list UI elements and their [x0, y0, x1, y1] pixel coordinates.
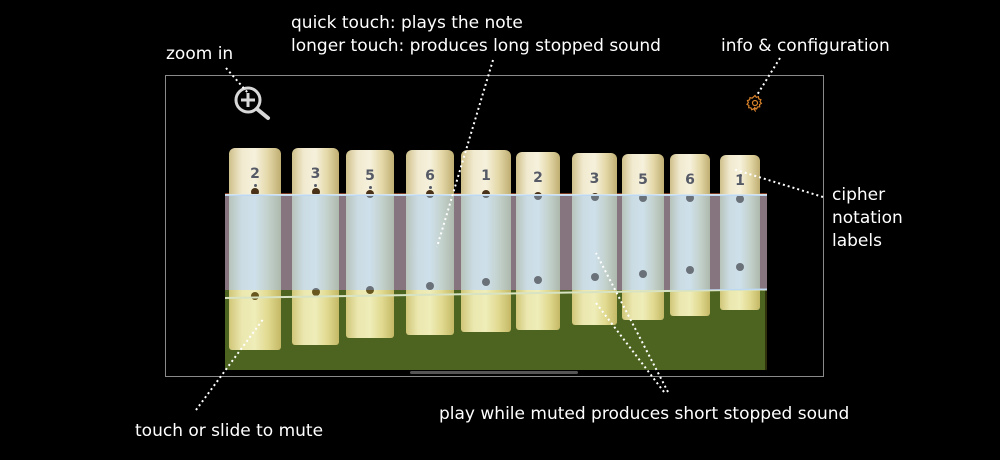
low-octave-dot [314, 184, 317, 187]
cipher-label: 3 [589, 171, 600, 187]
cipher-label: 6 [685, 172, 695, 188]
bar-hole [590, 273, 599, 281]
zoom-in-icon[interactable] [233, 85, 273, 125]
annotation-info-config: info & configuration [721, 36, 890, 56]
annotation-muted-play: play while muted produces short stopped … [439, 404, 850, 424]
bar-6[interactable]: 2 [516, 152, 560, 330]
bar-hole [686, 194, 694, 202]
annotation-quick-touch: quick touch: plays the note [291, 13, 523, 33]
mute-zone-overlay[interactable] [225, 290, 767, 370]
bar-hole [736, 195, 744, 203]
bar-hole [251, 188, 259, 196]
annotation-labels: labels [832, 231, 882, 251]
play-zone-overlay[interactable] [225, 195, 767, 290]
cipher-label: 3 [310, 166, 321, 182]
bar-hole [534, 192, 542, 200]
bar-hole [426, 282, 434, 290]
cipher-label: 5 [638, 172, 648, 188]
app-screen-frame [165, 75, 824, 377]
low-octave-dot [428, 186, 432, 189]
cipher-label: 2 [250, 166, 260, 182]
bar-hole [482, 278, 490, 286]
cipher-label: 2 [533, 170, 543, 186]
bar-2[interactable]: 3 [292, 148, 339, 345]
bar-hole [311, 288, 320, 296]
high-octave-dot [738, 174, 742, 177]
bar-hole [534, 276, 542, 284]
cipher-label: 6 [425, 168, 435, 184]
bar-hole [686, 266, 694, 274]
annotation-mute: touch or slide to mute [135, 421, 324, 441]
bar-hole [311, 188, 320, 196]
cipher-label: 1 [481, 168, 491, 184]
annotation-zoom-in: zoom in [166, 44, 234, 64]
low-octave-dot [253, 184, 257, 187]
upper-string [225, 194, 767, 196]
bar-hole [590, 193, 599, 201]
annotation-notation: notation [832, 208, 903, 228]
bar-3[interactable]: 5 [346, 150, 394, 338]
bar-hole [736, 263, 744, 271]
bar-1[interactable]: 2 [229, 148, 281, 350]
cipher-label: 5 [365, 168, 375, 184]
low-octave-dot [368, 186, 372, 189]
home-indicator[interactable] [410, 371, 578, 374]
annotation-longer-touch: longer touch: produces long stopped soun… [291, 36, 661, 56]
bar-hole [366, 286, 374, 294]
annotation-cipher: cipher [832, 185, 886, 205]
bar-hole [639, 194, 647, 202]
gear-icon[interactable] [746, 94, 764, 113]
